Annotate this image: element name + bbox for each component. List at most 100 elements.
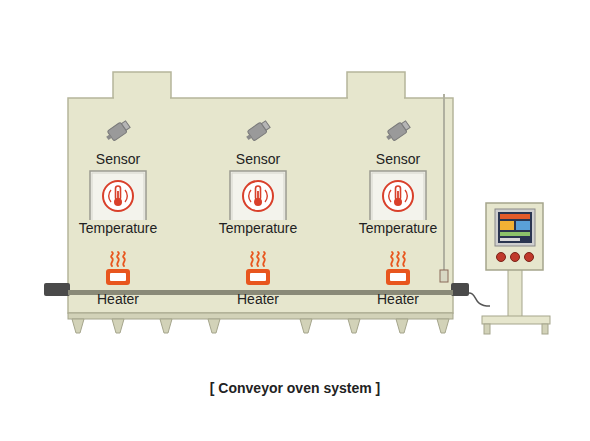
temperature-frame (370, 171, 426, 231)
control-panel (495, 209, 535, 246)
temperature-label: Temperature (357, 220, 440, 237)
sensor-icon (121, 121, 130, 130)
thermometer-icon (109, 190, 128, 202)
sensor-icon (246, 135, 252, 141)
heater-icon (111, 252, 113, 266)
temperature-box: Temperature (355, 170, 442, 243)
sensor-icon (386, 135, 392, 141)
sensor-icon (104, 119, 131, 143)
control-panel (516, 221, 530, 230)
thermometer-icon (389, 190, 408, 202)
sensor-icon (244, 119, 271, 143)
conveyor-belt (451, 283, 469, 296)
oven-body (348, 96, 404, 100)
sensor-rod (440, 270, 448, 282)
heater-icon (246, 252, 270, 285)
heater-icon (397, 252, 399, 266)
thermometer-icon (117, 191, 119, 201)
sensor-label: Sensor (96, 151, 140, 168)
oven-base (160, 319, 172, 333)
caption: [ Conveyor oven system ] (210, 380, 380, 397)
heater-icon (386, 252, 410, 285)
heater-icon (246, 269, 270, 285)
control-panel (500, 238, 520, 241)
heater-icon (251, 252, 253, 266)
control-panel (511, 253, 520, 262)
oven-base (112, 319, 124, 333)
temperature-frame (90, 171, 146, 231)
temperature-frame (230, 171, 286, 231)
thermometer-icon (249, 190, 268, 202)
heater-icon (250, 273, 266, 281)
oven-base (300, 319, 312, 333)
conveyor-belt (44, 283, 70, 296)
panel-cable (469, 293, 490, 306)
sensor-rod (440, 94, 448, 282)
sensor-icon (106, 135, 112, 141)
control-panel (498, 212, 532, 243)
thermometer-icon (103, 181, 133, 211)
icons (104, 119, 411, 285)
control-panel (508, 268, 522, 318)
thermometer-icon (396, 186, 401, 200)
oven-body (68, 72, 453, 313)
heater-icon (110, 273, 126, 281)
temperature-box: Temperature (215, 170, 302, 243)
thermometer-icon (116, 186, 121, 200)
heater-label: Heater (237, 291, 279, 308)
heater-icon (123, 252, 125, 266)
heater-icon (117, 252, 119, 266)
control-panel (500, 232, 530, 236)
thermometer-icon (243, 181, 273, 211)
control-panel (497, 253, 506, 262)
heater-icon (403, 252, 405, 266)
oven-body (347, 72, 405, 102)
temperature-box: Temperature (75, 170, 162, 243)
thermometer-icon (257, 191, 259, 201)
control-panel (482, 316, 550, 324)
oven-base (396, 319, 408, 333)
sensor-rod (443, 94, 445, 270)
sensor-label: Sensor (236, 151, 280, 168)
oven-base (208, 319, 220, 333)
temperature-frame (92, 173, 144, 229)
sensor-icon (384, 119, 411, 143)
oven-base (68, 313, 453, 319)
thermometer-icon (243, 181, 273, 211)
sensor-label: Sensor (376, 151, 420, 168)
heater-label: Heater (377, 291, 419, 308)
thermometer-icon (103, 181, 133, 211)
temperature-frame (232, 173, 284, 229)
oven-base (437, 319, 449, 333)
control-panel (542, 324, 548, 334)
oven-base (72, 319, 84, 333)
control-panel (484, 324, 490, 334)
oven-base (348, 319, 360, 333)
thermometer-icon (383, 181, 413, 211)
control-panel (500, 221, 514, 230)
control-panel (525, 253, 534, 262)
heater-icon (106, 269, 130, 285)
thermometer-icon (383, 181, 413, 211)
heater-label: Heater (97, 291, 139, 308)
temperature-frame (372, 173, 424, 229)
oven-body (114, 96, 170, 100)
panel-cable (469, 293, 490, 306)
control-panel (486, 203, 543, 270)
control-panel (500, 214, 530, 219)
temperature-label: Temperature (217, 220, 300, 237)
heater-icon (106, 252, 130, 285)
control-panel (482, 203, 550, 334)
heater-icon (263, 252, 265, 266)
oven-body (113, 72, 171, 102)
oven-body (68, 98, 453, 313)
heater-icon (257, 252, 259, 266)
heater-icon (391, 252, 393, 266)
thermometer-icon (256, 186, 261, 200)
heater-icon (386, 269, 410, 285)
oven-base (68, 313, 453, 333)
sensor-icon (401, 121, 410, 130)
temperature-label: Temperature (77, 220, 160, 237)
thermometer-icon (397, 191, 399, 201)
